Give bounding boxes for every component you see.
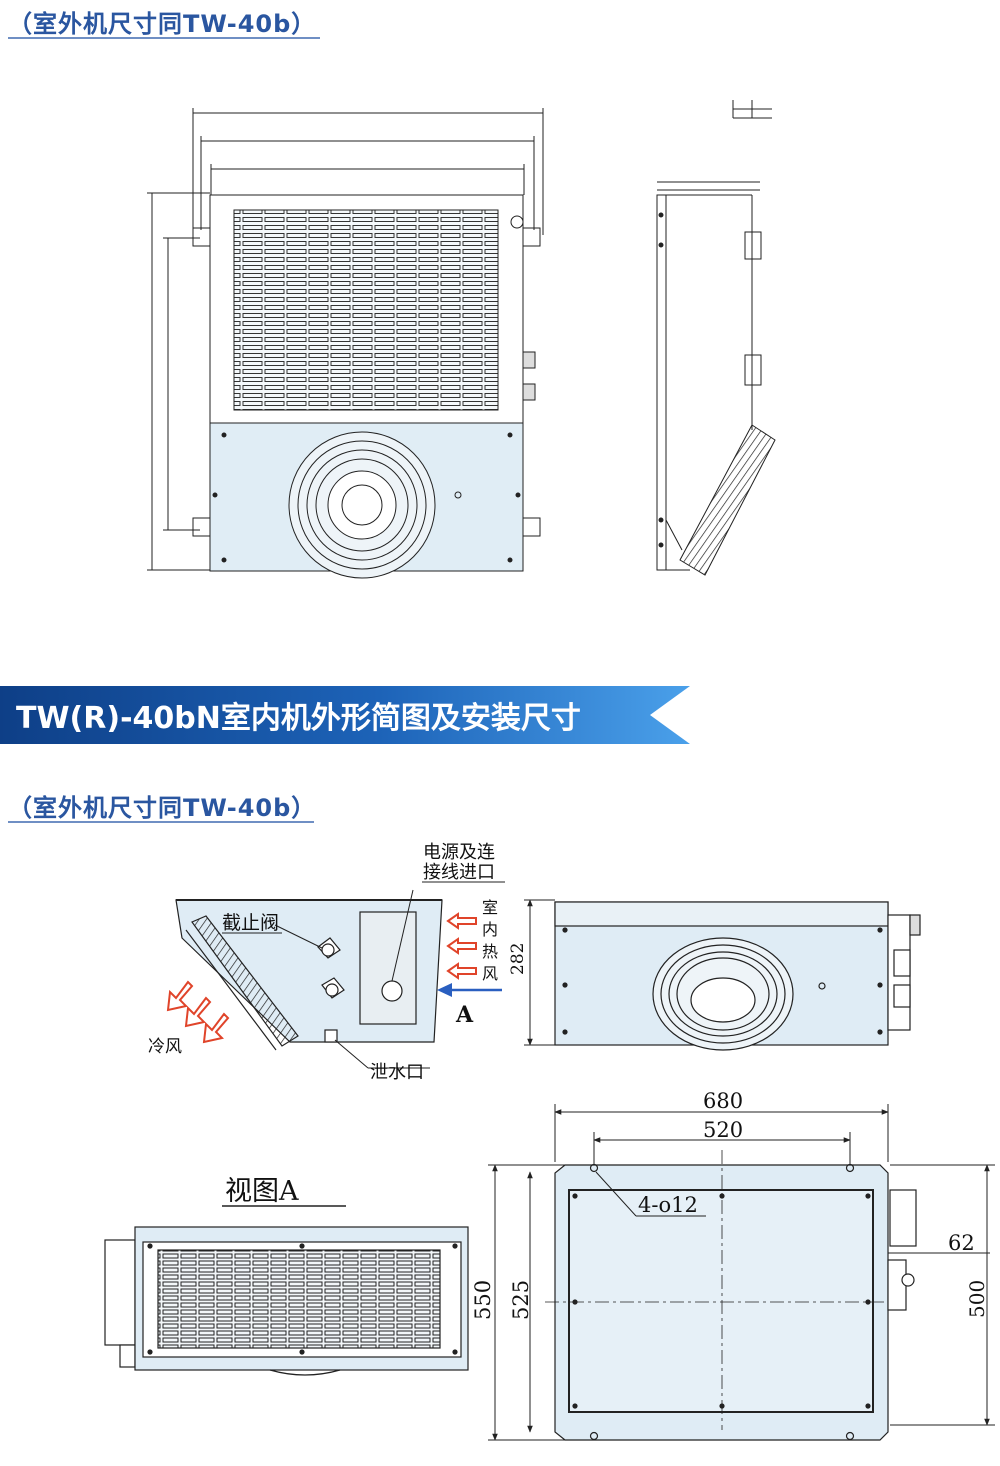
hot-air-arrows [446, 912, 477, 980]
cold-air-arrows [166, 980, 230, 1044]
view-a-drawing [104, 1226, 469, 1376]
outdoor-side-view [656, 100, 776, 576]
dim-525: 525 [509, 1280, 533, 1320]
view-a-arrow [437, 983, 502, 997]
dim-holes: 4-o12 [638, 1193, 698, 1217]
label-hot-air-1: 室 [482, 898, 498, 917]
label-hot-air-3: 热 [482, 942, 498, 961]
dim-550: 550 [471, 1280, 495, 1320]
indoor-side-view [175, 881, 505, 1069]
view-a-title: 视图A [225, 1176, 299, 1207]
dim-front-height: 282 [508, 943, 528, 975]
label-hot-air-2: 内 [482, 920, 498, 939]
top-note-underline [8, 37, 320, 39]
banner-title: TW(R)-40bN室内机外形简图及安装尺寸 [16, 701, 581, 736]
label-arrow-a: A [455, 1002, 474, 1028]
dim-width-680: 680 [703, 1089, 743, 1113]
label-valve: 截止阀 [222, 912, 279, 934]
dim-500: 500 [965, 1280, 989, 1318]
label-cold-air: 冷风 [148, 1037, 182, 1057]
dim-width-520: 520 [703, 1118, 743, 1142]
bottom-note-underline [8, 821, 314, 823]
label-drain: 泄水口 [370, 1062, 424, 1083]
title-banner [0, 686, 690, 744]
label-power-line1: 电源及连 [423, 842, 495, 863]
outdoor-front-view [147, 108, 544, 579]
bottom-note: （室外机尺寸同TW-40b） [8, 794, 317, 822]
label-power-line2: 接线进口 [423, 862, 495, 883]
label-hot-air-4: 风 [482, 964, 498, 983]
dim-62: 62 [948, 1231, 975, 1255]
plan-view [488, 1104, 995, 1441]
top-note: （室外机尺寸同TW-40b） [8, 10, 317, 38]
indoor-front-view [524, 899, 921, 1051]
